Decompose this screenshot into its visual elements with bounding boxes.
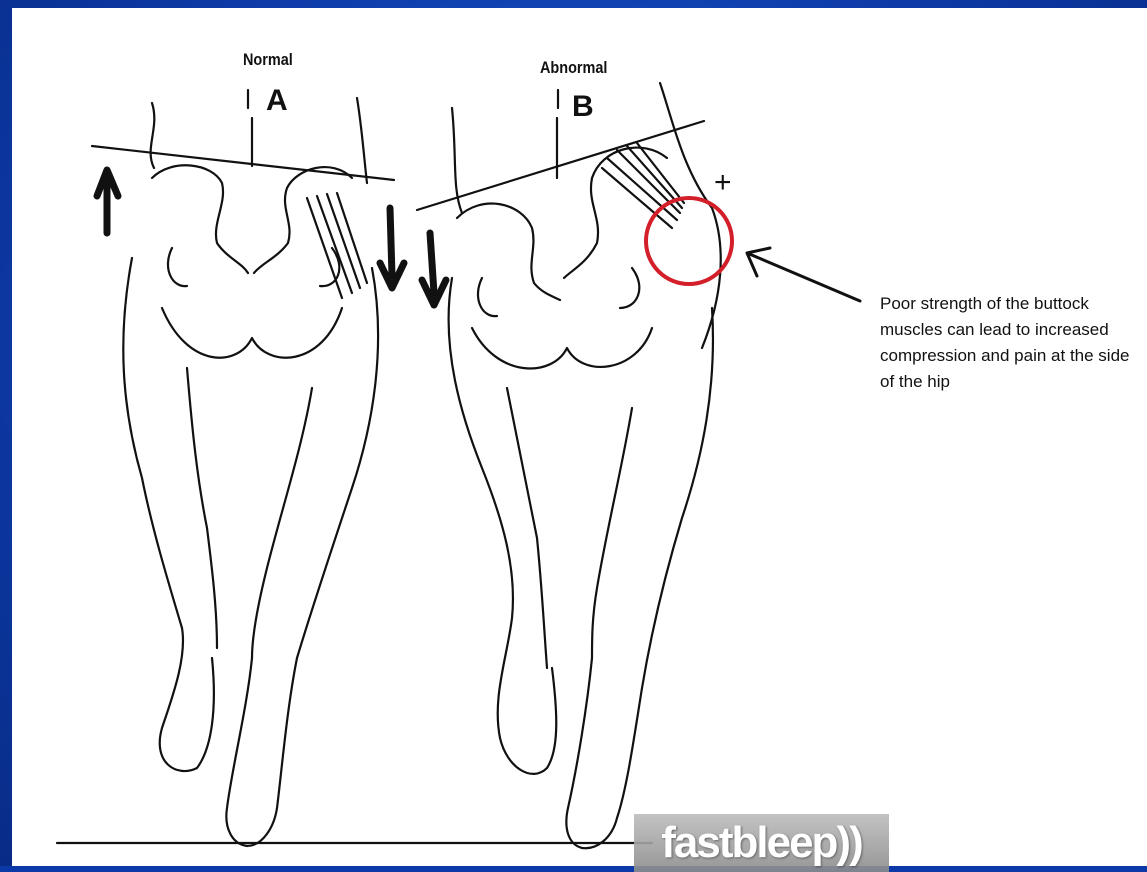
anatomy-illustration — [12, 8, 1147, 866]
slide-canvas: Normal A Abnormal B + Poor strength of t… — [12, 8, 1147, 866]
pelvis-line-b — [417, 121, 704, 210]
explanation-caption: Poor strength of the buttock muscles can… — [880, 291, 1130, 395]
plus-sign: + — [714, 168, 732, 198]
arrow-up-a — [97, 170, 118, 233]
label-a: A — [266, 84, 288, 118]
figure-b-legs — [417, 83, 721, 848]
pointer-arrow — [747, 248, 860, 301]
label-normal: Normal — [243, 50, 293, 70]
logo-text: fastbleep)) — [661, 818, 861, 868]
label-abnormal: Abnormal — [540, 58, 607, 78]
arrow-down-a — [380, 208, 404, 288]
label-b: B — [572, 90, 594, 124]
figure-a-legs — [92, 90, 404, 846]
fastbleep-logo: fastbleep)) — [634, 814, 889, 872]
